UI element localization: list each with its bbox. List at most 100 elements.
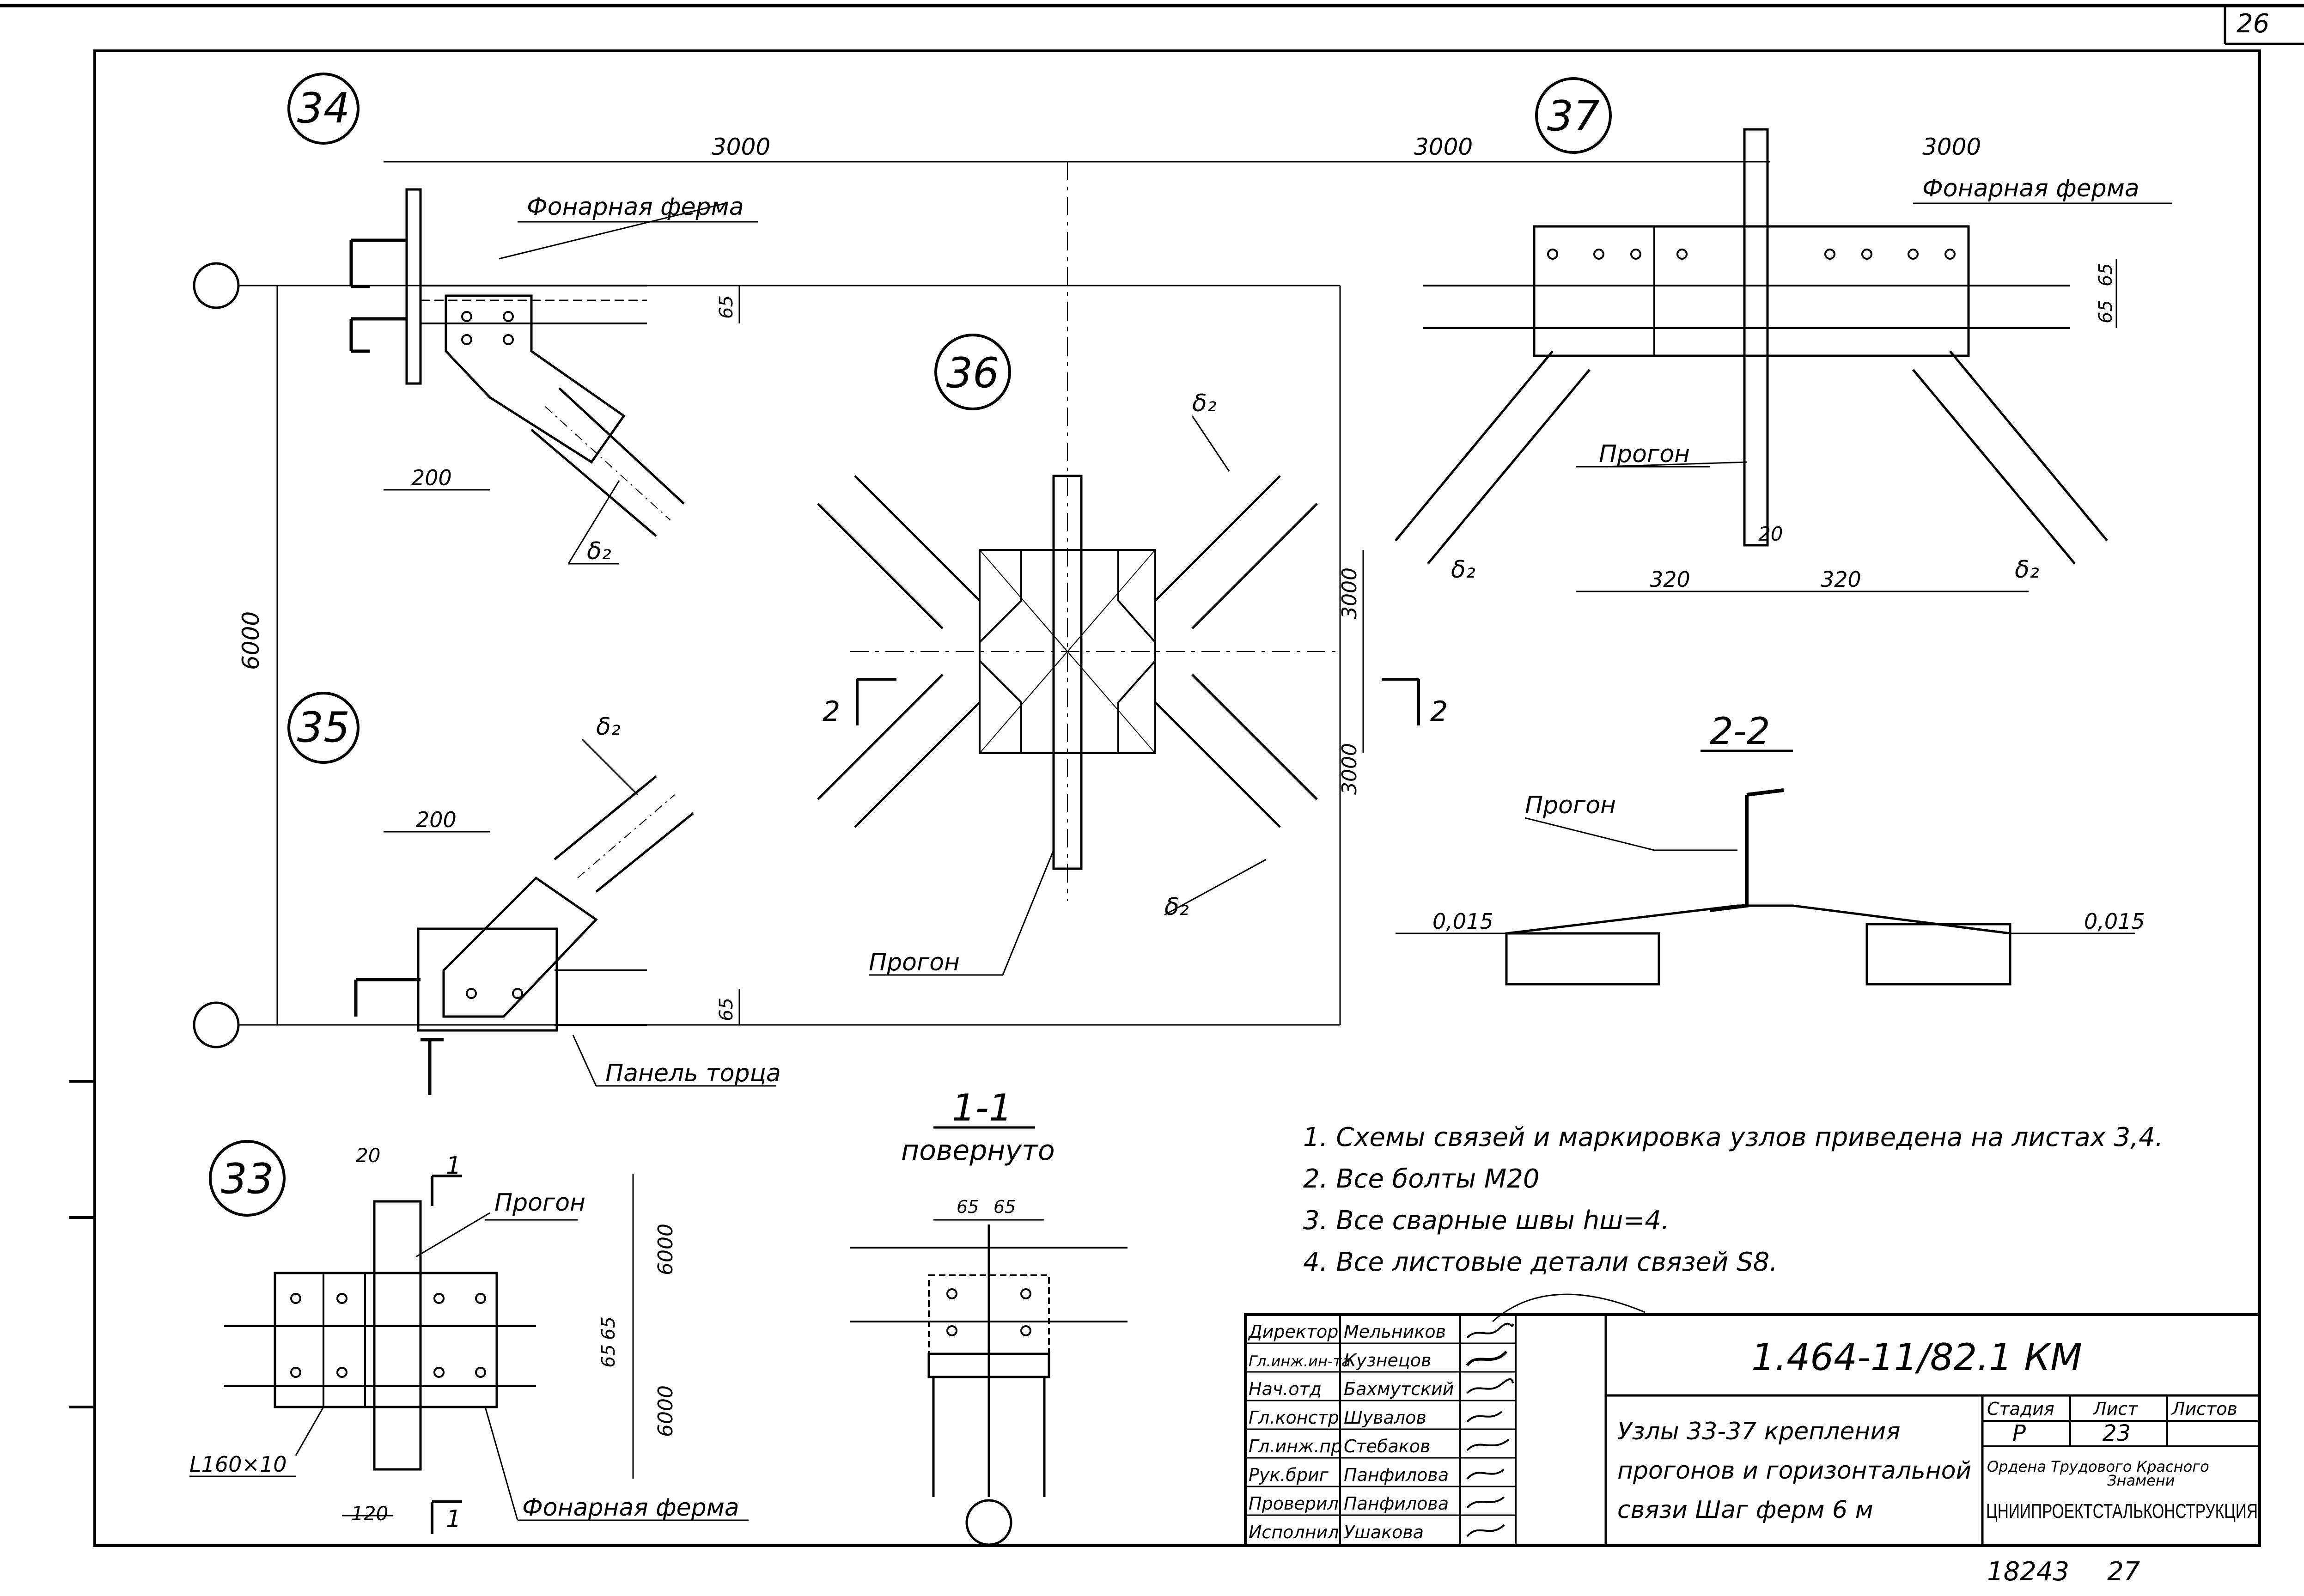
node-37-dim-320-right: 320: [1821, 567, 1861, 592]
node-36-delta2-top: δ₂: [1192, 390, 1217, 417]
node-34-fonarnaya-ferma: Фонарная ферма: [527, 193, 744, 221]
staff-name-4: Стебаков: [1344, 1436, 1430, 1456]
org-line-1: Ордена Трудового Красного: [1987, 1458, 2209, 1475]
node-33-dim-6000-top: 6000: [654, 1224, 677, 1275]
staff-role-0: Директор: [1248, 1322, 1338, 1342]
node-36-dim-3000-bottom: 3000: [1338, 743, 1361, 795]
node-37: 37 Фонарная ферма Прогон 320 320 20 65 6…: [1395, 77, 2172, 592]
node-33-fonarnaya-ferma: Фонарная ферма: [522, 1494, 739, 1522]
node-33-label: 33: [221, 1155, 274, 1203]
section-1-1: 1-1 повернуто 65 65: [850, 1086, 1128, 1546]
sheet-header: Лист: [2092, 1399, 2139, 1419]
stage-header: Стадия: [1987, 1399, 2054, 1419]
node-35-bubble: [287, 692, 360, 764]
sheet-frame: 26: [0, 4, 2304, 1547]
node-36: 36 3000 3000 2 2 Прогон δ₂ δ₂: [817, 334, 1448, 976]
node-36-label: 36: [946, 349, 1000, 397]
node-36-cut-2-right: 2: [1430, 695, 1448, 728]
node-33: 33 1 1 20 Прогон 6000 6000 65 65 L160×10…: [189, 1140, 749, 1534]
node-36-delta2-bottom: δ₂: [1164, 893, 1189, 921]
node-33-dim-120: 120: [351, 1502, 388, 1525]
staff-name-5: Панфилова: [1344, 1465, 1449, 1485]
node-37-bubble: [1535, 77, 1612, 154]
staff-name-3: Шувалов: [1344, 1407, 1426, 1428]
staff-role-5: Рук.бриг: [1249, 1465, 1329, 1485]
bottom-code: 18243: [1987, 1557, 2069, 1587]
node-33-bubble: [209, 1140, 286, 1217]
node-33-dim-6000-bottom: 6000: [654, 1385, 677, 1437]
title-line-2: прогонов и горизонтальной: [1617, 1457, 1971, 1485]
node-37-fonarnaya-ferma: Фонарная ферма: [1922, 175, 2139, 202]
axis-bubble-top: [193, 262, 240, 309]
general-notes: 1. Схемы связей и маркировка узлов приве…: [1303, 1122, 2164, 1277]
grid-axes: 6000 3000 3000 3000: [193, 134, 1981, 1048]
node-34-bubble: [287, 73, 360, 145]
bottom-page: 27: [2107, 1557, 2140, 1587]
org-line-2: Знамени: [2107, 1472, 2175, 1489]
sheets-header: Листов: [2171, 1399, 2237, 1419]
staff-role-6: Проверил: [1249, 1493, 1339, 1514]
node-34-dim-65: 65: [716, 295, 737, 319]
node-36-bubble: [934, 334, 1011, 410]
node-35-label: 35: [297, 703, 350, 752]
section-1-1-title: 1-1: [952, 1086, 1012, 1129]
note-4: 4. Все листовые детали связей S8.: [1303, 1247, 1778, 1277]
section-1-1-dim-65-a: 65: [957, 1197, 979, 1217]
node-35-panel-torca: Панель торца: [605, 1060, 781, 1087]
staff-role-2: Нач.отд: [1249, 1379, 1322, 1399]
node-37-label: 37: [1547, 92, 1600, 140]
node-33-dim-20: 20: [356, 1144, 380, 1167]
section-1-1-subtitle: повернуто: [901, 1134, 1055, 1167]
node-37-delta2-right: δ₂: [2015, 556, 2039, 584]
dim-6000-vertical: 6000: [238, 611, 264, 670]
node-35-delta2: δ₂: [596, 713, 621, 741]
note-1: 1. Схемы связей и маркировка узлов приве…: [1303, 1122, 2164, 1152]
staff-name-1: Кузнецов: [1344, 1350, 1431, 1371]
node-33-dim-65-b: 65: [598, 1344, 619, 1368]
section-2-2: 2-2 0,015 0,015 Прогон: [1396, 710, 2145, 986]
staff-name-7: Ушакова: [1344, 1522, 1424, 1542]
section-1-1-axis-bubble: [965, 1499, 1012, 1546]
staff-name-0: Мельников: [1344, 1322, 1446, 1342]
node-35-dim-65: 65: [716, 998, 737, 1021]
node-36-progon: Прогон: [869, 949, 960, 976]
staff-role-7: Исполнил: [1249, 1522, 1339, 1542]
section-2-2-slope-left: 0,015: [1432, 909, 1493, 934]
dim-3000-right: 3000: [1922, 134, 1981, 160]
node-37-progon: Прогон: [1599, 440, 1690, 468]
title-line-3: связи Шаг ферм 6 м: [1617, 1496, 1873, 1524]
section-1-1-dim-65-b: 65: [994, 1197, 1016, 1217]
stage-value: Р: [2012, 1420, 2026, 1446]
node-34: 34 Фонарная ферма 65 200 δ₂: [287, 73, 758, 565]
node-34-label: 34: [297, 84, 350, 133]
node-37-dim-320-left: 320: [1650, 567, 1690, 592]
node-37-dim-20: 20: [1758, 523, 1783, 545]
staff-name-2: Бахмутский: [1344, 1379, 1454, 1399]
org-line-3: ЦНИИПРОЕКТСТАЛЬКОНСТРУКЦИЯ: [1986, 1500, 2258, 1523]
staff-role-1: Гл.инж.ин-та: [1249, 1352, 1351, 1370]
node-35-dim-200: 200: [416, 807, 457, 832]
title-line-1: Узлы 33-37 крепления: [1617, 1418, 1901, 1445]
section-2-2-progon: Прогон: [1525, 792, 1616, 819]
staff-name-6: Панфилова: [1344, 1493, 1449, 1514]
title-block: Директор Мельников Гл.инж.ин-та Кузнецов…: [1244, 1293, 2261, 1547]
node-37-dim-65-bottom: 65: [2095, 300, 2116, 323]
node-36-cut-2-left: 2: [823, 695, 840, 728]
node-33-cut-1-top: 1: [446, 1152, 461, 1180]
sheet-corner-number: 26: [2237, 9, 2269, 39]
section-2-2-slope-right: 0,015: [2084, 909, 2145, 934]
node-33-cut-1-bottom: 1: [446, 1505, 461, 1533]
node-36-dim-3000-top: 3000: [1338, 567, 1361, 619]
node-33-angle: L160×10: [189, 1452, 287, 1477]
sheet-value: 23: [2103, 1420, 2131, 1446]
node-33-dim-65-a: 65: [598, 1316, 619, 1340]
node-34-dim-200: 200: [411, 465, 452, 490]
staff-role-3: Гл.констр: [1249, 1407, 1339, 1428]
dim-3000-mid: 3000: [1414, 134, 1473, 160]
section-2-2-title: 2-2: [1710, 710, 1770, 753]
note-2: 2. Все болты М20: [1303, 1164, 1540, 1194]
staff-role-4: Гл.инж.пр: [1249, 1436, 1342, 1456]
signatures: [1466, 1293, 1646, 1537]
dim-3000-left: 3000: [712, 134, 770, 160]
